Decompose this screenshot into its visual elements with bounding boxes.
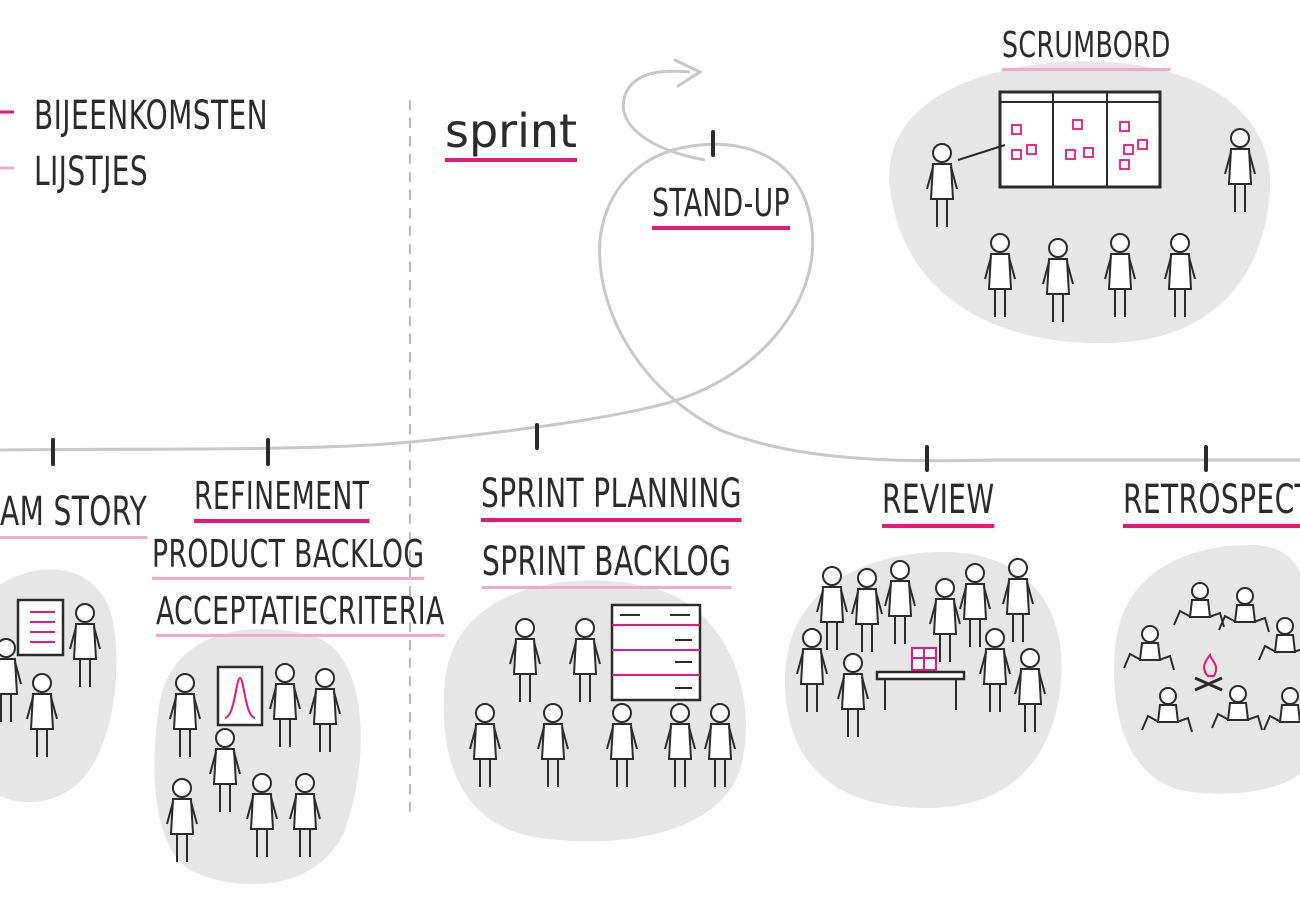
team-story-label: AM STORY xyxy=(0,492,148,539)
review-label: REVIEW xyxy=(882,480,995,528)
sprint-planning-label: SPRINT PLANNING xyxy=(481,474,742,522)
review-table xyxy=(875,647,966,710)
legend-label-meetings: BIJEENKOMSTEN xyxy=(34,93,269,139)
sprint-backlog-label: SPRINT BACKLOG xyxy=(482,542,732,589)
team-story-chart xyxy=(16,598,65,657)
loop-arrow xyxy=(621,69,706,162)
scrumboard-title: SCRUMBORD xyxy=(1002,28,1171,71)
loop-arrow-head xyxy=(673,58,704,88)
refinement-chart xyxy=(216,665,264,727)
stand-up-label: STAND-UP xyxy=(652,184,790,230)
product-backlog-label: PRODUCT BACKLOG xyxy=(152,535,425,580)
retrospective-label: RETROSPECTIVE xyxy=(1123,480,1300,528)
acceptance-criteria-label: ACCEPTATIECRITERIA xyxy=(156,592,445,637)
refinement-label: REFINEMENT xyxy=(194,477,370,523)
retrospective-blob xyxy=(1114,545,1300,794)
sprint-backlog-board xyxy=(610,603,702,702)
sprint-title: sprint xyxy=(445,108,578,162)
scrumboard-board xyxy=(998,90,1162,189)
campfire xyxy=(1194,652,1223,692)
legend-label-lists: LIJSTJES xyxy=(34,149,149,195)
timeline-line xyxy=(0,142,1300,463)
